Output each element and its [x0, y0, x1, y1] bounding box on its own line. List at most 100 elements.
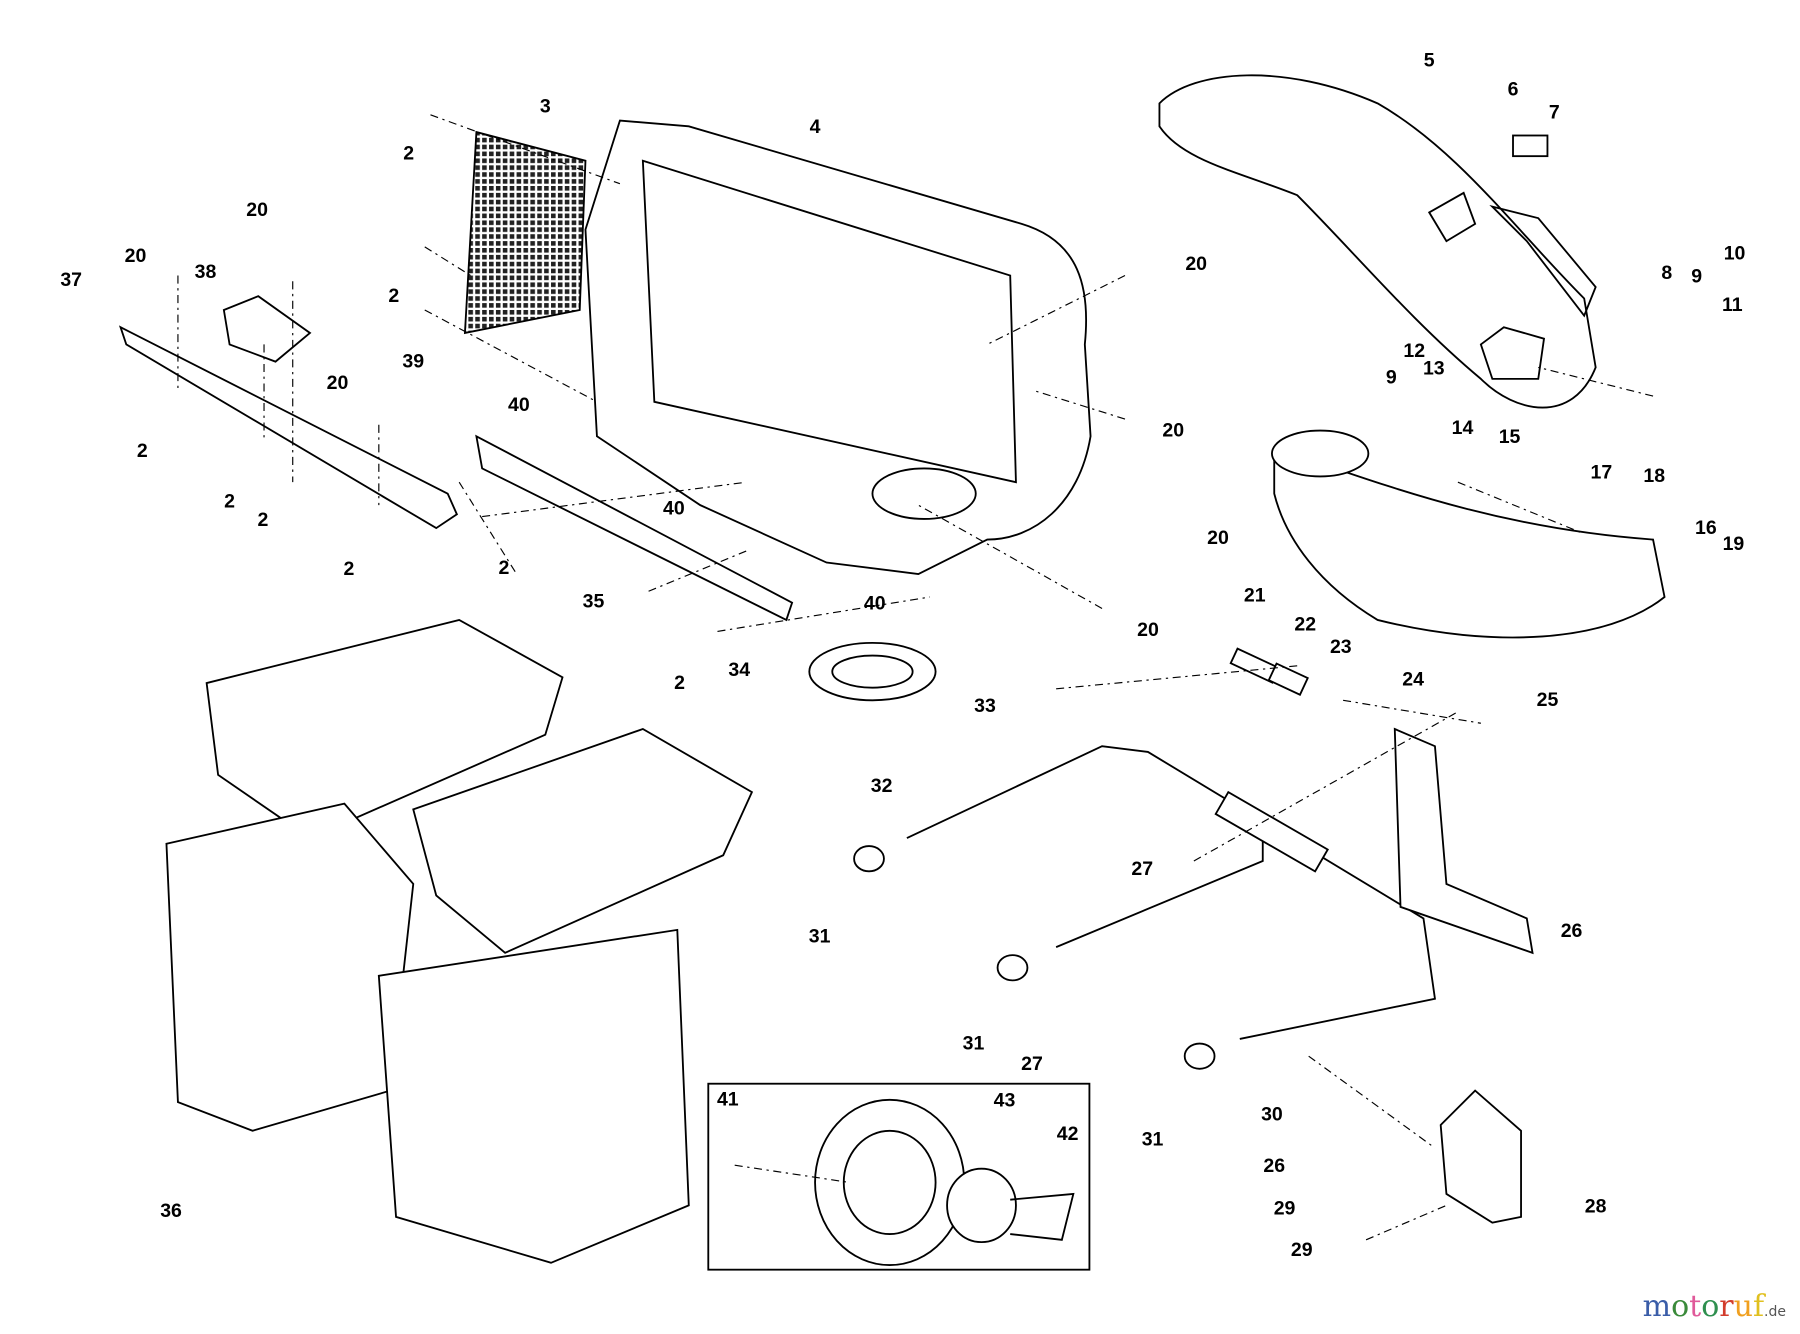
part-plate-24 [1393, 727, 1534, 955]
watermark-letter: f [1752, 1289, 1765, 1324]
watermark-letter: u [1733, 1289, 1753, 1324]
watermark-suffix: .de [1764, 1304, 1786, 1320]
part-label-2: 2 [257, 509, 268, 531]
part-label-27: 27 [1021, 1053, 1043, 1075]
part-pin-42 [1010, 1192, 1075, 1241]
assembly-lines [177, 114, 1654, 1241]
part-label-5: 5 [1424, 50, 1435, 72]
part-label-24: 24 [1402, 668, 1424, 690]
part-label-23: 23 [1330, 636, 1352, 658]
part-crossbar [1214, 790, 1329, 873]
part-label-4: 4 [810, 116, 821, 138]
part-label-3: 3 [540, 96, 551, 118]
watermark-letter: r [1719, 1289, 1734, 1324]
part-bag-hood [584, 119, 1092, 575]
part-label-2: 2 [137, 440, 148, 462]
part-bushing-31b [996, 954, 1029, 982]
part-label-8: 8 [1661, 262, 1672, 284]
part-label-30: 30 [1261, 1103, 1283, 1125]
part-frame-32 [906, 745, 1436, 1040]
part-wheel-cap-43 [946, 1167, 1017, 1244]
part-label-41: 41 [717, 1089, 739, 1111]
part-label-14: 14 [1452, 417, 1474, 439]
part-label-2: 2 [344, 558, 355, 580]
part-wheel [814, 1098, 966, 1267]
part-bushing-31c [1183, 1042, 1216, 1070]
part-label-15: 15 [1499, 426, 1521, 448]
part-label-38: 38 [195, 261, 217, 283]
part-label-28: 28 [1585, 1195, 1607, 1217]
part-label-25: 25 [1537, 689, 1559, 711]
part-label-6: 6 [1508, 78, 1519, 100]
part-label-12: 12 [1403, 340, 1425, 362]
part-label-32: 32 [871, 775, 893, 797]
part-hood-inner [641, 159, 1017, 484]
part-label-20: 20 [1137, 619, 1159, 641]
part-label-16: 16 [1695, 517, 1717, 539]
part-label-29: 29 [1274, 1198, 1296, 1220]
part-sleeve-22 [1267, 662, 1309, 696]
watermark-letter: m [1642, 1289, 1672, 1324]
part-deflector-39 [475, 434, 794, 622]
part-label-40: 40 [663, 497, 685, 519]
part-label-11: 11 [1722, 294, 1743, 316]
part-label-27: 27 [1131, 858, 1153, 880]
part-ring-34-inner [831, 654, 914, 689]
part-label-40: 40 [508, 394, 530, 416]
part-label-20: 20 [1185, 253, 1207, 275]
part-label-9: 9 [1386, 366, 1397, 388]
part-label-42: 42 [1057, 1123, 1079, 1145]
part-label-18: 18 [1643, 465, 1665, 487]
part-label-31: 31 [809, 926, 831, 948]
part-label-22: 22 [1294, 613, 1316, 635]
part-screen [463, 130, 587, 335]
part-label-33: 33 [974, 695, 996, 717]
part-flap [1427, 191, 1477, 243]
part-label-43: 43 [994, 1090, 1016, 1112]
part-label-2: 2 [499, 557, 510, 579]
part-wheel-hub [842, 1129, 937, 1236]
part-basket-tray-1 [205, 618, 564, 840]
wheel-inset-box [707, 1082, 1091, 1271]
part-ring-34 [808, 641, 937, 702]
watermark-letter: o [1701, 1289, 1720, 1324]
part-label-20: 20 [1207, 527, 1229, 549]
part-clip [1512, 134, 1549, 158]
part-label-2: 2 [403, 143, 414, 165]
part-label-10: 10 [1724, 242, 1746, 264]
part-label-20: 20 [246, 199, 268, 221]
part-chute [1158, 74, 1597, 409]
part-label-7: 7 [1549, 101, 1560, 123]
watermark-letter: o [1671, 1289, 1690, 1324]
part-label-40: 40 [864, 593, 886, 615]
part-label-17: 17 [1591, 462, 1613, 484]
part-bushing-31a [853, 845, 885, 873]
part-bracket-38 [222, 295, 312, 363]
part-label-39: 39 [402, 350, 424, 372]
part-basket-tray-2 [412, 727, 754, 954]
part-label-26: 26 [1263, 1155, 1285, 1177]
part-chute-ring [1271, 429, 1370, 478]
part-label-20: 20 [1162, 419, 1184, 441]
part-label-13: 13 [1423, 357, 1445, 379]
part-basket-2 [377, 928, 690, 1264]
part-label-20: 20 [125, 245, 147, 267]
part-label-9: 9 [1691, 265, 1702, 287]
watermark-logo: motoruf [1643, 1289, 1764, 1324]
part-label-31: 31 [963, 1032, 985, 1054]
part-basket-1 [165, 802, 415, 1132]
part-label-26: 26 [1561, 920, 1583, 942]
part-label-29: 29 [1291, 1239, 1313, 1261]
part-mount-bar [118, 325, 459, 530]
part-label-2: 2 [388, 285, 399, 307]
part-lower-chute [1273, 446, 1666, 639]
part-latch [1479, 326, 1546, 380]
part-label-35: 35 [583, 590, 605, 612]
motoruf-watermark: motoruf.de [1643, 1289, 1786, 1324]
part-handle [1489, 204, 1597, 318]
part-label-2: 2 [224, 490, 235, 512]
watermark-letter: t [1689, 1289, 1702, 1324]
